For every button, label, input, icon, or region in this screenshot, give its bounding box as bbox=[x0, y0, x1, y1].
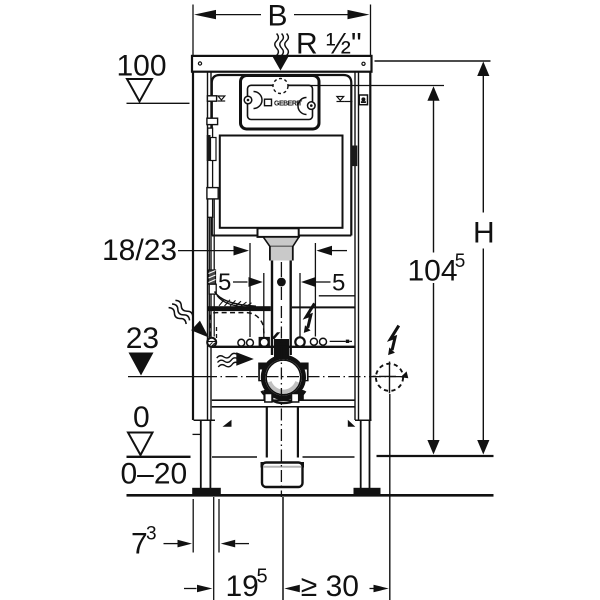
svg-text:5: 5 bbox=[257, 566, 268, 588]
svg-text:23: 23 bbox=[126, 322, 159, 355]
svg-text:≥ 30: ≥ 30 bbox=[301, 570, 359, 600]
svg-text:5: 5 bbox=[332, 270, 345, 297]
svg-text:B: B bbox=[268, 0, 288, 33]
svg-text:0–20: 0–20 bbox=[121, 458, 188, 491]
svg-text:0: 0 bbox=[133, 401, 150, 434]
svg-text:5: 5 bbox=[455, 251, 466, 272]
svg-text:3: 3 bbox=[146, 524, 157, 545]
svg-text:5: 5 bbox=[218, 269, 231, 296]
svg-text:18/23: 18/23 bbox=[102, 234, 177, 267]
svg-text:100: 100 bbox=[117, 50, 167, 83]
svg-text:H: H bbox=[473, 216, 495, 249]
svg-text:104: 104 bbox=[408, 255, 458, 288]
svg-text:7: 7 bbox=[131, 528, 148, 561]
svg-text:19: 19 bbox=[226, 570, 259, 600]
svg-text:GEBERIT: GEBERIT bbox=[274, 101, 303, 108]
